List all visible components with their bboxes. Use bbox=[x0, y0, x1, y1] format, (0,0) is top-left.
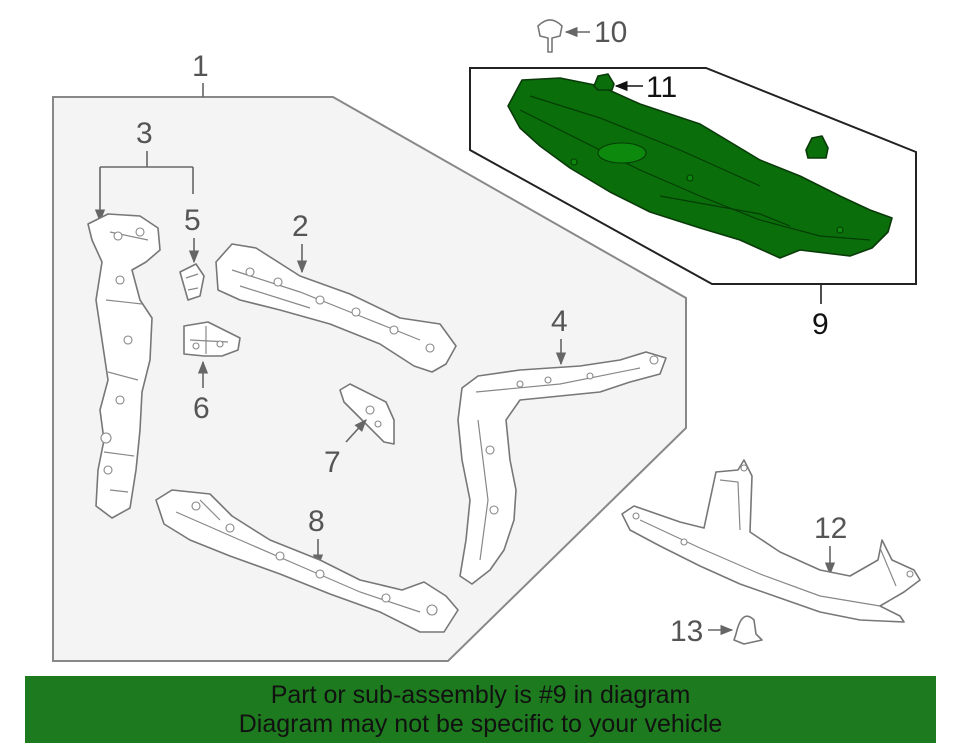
info-banner: Part or sub-assembly is #9 in diagram Di… bbox=[25, 676, 936, 743]
part-13-clip bbox=[733, 615, 763, 645]
callout-4: 4 bbox=[551, 305, 568, 338]
callout-7-leader bbox=[345, 419, 367, 443]
part-12-splash-shield bbox=[621, 459, 921, 623]
callout-11: 11 bbox=[646, 71, 677, 104]
callout-8: 8 bbox=[308, 505, 325, 538]
callout-10: 10 bbox=[594, 16, 627, 49]
banner-line-2: Diagram may not be specific to your vehi… bbox=[238, 710, 723, 738]
part-11-bump-stop bbox=[593, 73, 829, 159]
part-6-bracket bbox=[183, 321, 241, 357]
callout-9: 9 bbox=[812, 308, 829, 341]
callout-5: 5 bbox=[184, 204, 201, 237]
part-10-clip bbox=[537, 19, 563, 53]
callout-3: 3 bbox=[136, 117, 153, 150]
callout-2: 2 bbox=[292, 210, 309, 243]
callout-12: 12 bbox=[814, 512, 847, 545]
part-3-side-support bbox=[87, 213, 161, 519]
banner-line-1: Part or sub-assembly is #9 in diagram bbox=[270, 681, 691, 709]
callout-6: 6 bbox=[193, 392, 210, 425]
part-4-side-support bbox=[457, 351, 667, 585]
part-2-upper-tie-bar bbox=[215, 243, 457, 373]
callout-13: 13 bbox=[670, 615, 703, 648]
part-5-bracket bbox=[179, 263, 205, 301]
part-7-brace bbox=[339, 383, 395, 445]
part-8-lower-tie-bar bbox=[155, 489, 459, 633]
part-9-radiator-support-cover bbox=[507, 77, 893, 259]
callout-1: 1 bbox=[192, 50, 209, 83]
callout-7: 7 bbox=[324, 446, 341, 479]
